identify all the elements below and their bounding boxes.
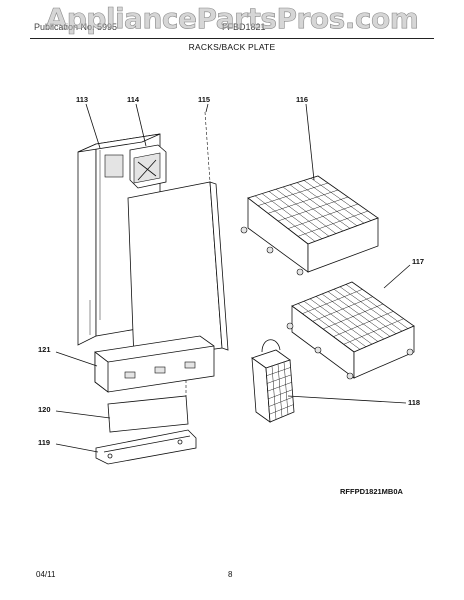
model-number: FFBD1821	[222, 22, 266, 32]
part-114-bracket	[129, 144, 167, 189]
header-rule	[30, 38, 434, 39]
footer-date: 04/11	[36, 570, 56, 579]
section-title: RACKS/BACK PLATE	[188, 42, 276, 52]
callout-114: 114	[127, 95, 140, 104]
callout-116: 116	[296, 95, 309, 104]
part-116-upper-rack	[240, 175, 379, 276]
callout-113: 113	[76, 95, 89, 104]
part-121-lower-panel	[94, 335, 215, 393]
diagram-reference-code: RFFPD1821MB0A	[340, 487, 403, 496]
callout-118: 118	[408, 398, 421, 407]
callout-119: 119	[38, 438, 51, 447]
part-118-silverware-basket	[251, 339, 295, 423]
callout-115: 115	[198, 95, 211, 104]
footer-page-number: 8	[228, 570, 233, 579]
part-117-lower-rack	[286, 281, 415, 380]
part-115-back-plate	[127, 111, 229, 361]
callout-121: 121	[38, 345, 51, 354]
callout-120: 120	[38, 405, 51, 414]
publication-number: Publication No. 5995	[34, 22, 118, 32]
callout-117: 117	[412, 257, 425, 266]
leader-lines	[55, 103, 411, 453]
part-120-gasket	[107, 380, 189, 433]
part-119-lower-bracket	[95, 429, 197, 465]
